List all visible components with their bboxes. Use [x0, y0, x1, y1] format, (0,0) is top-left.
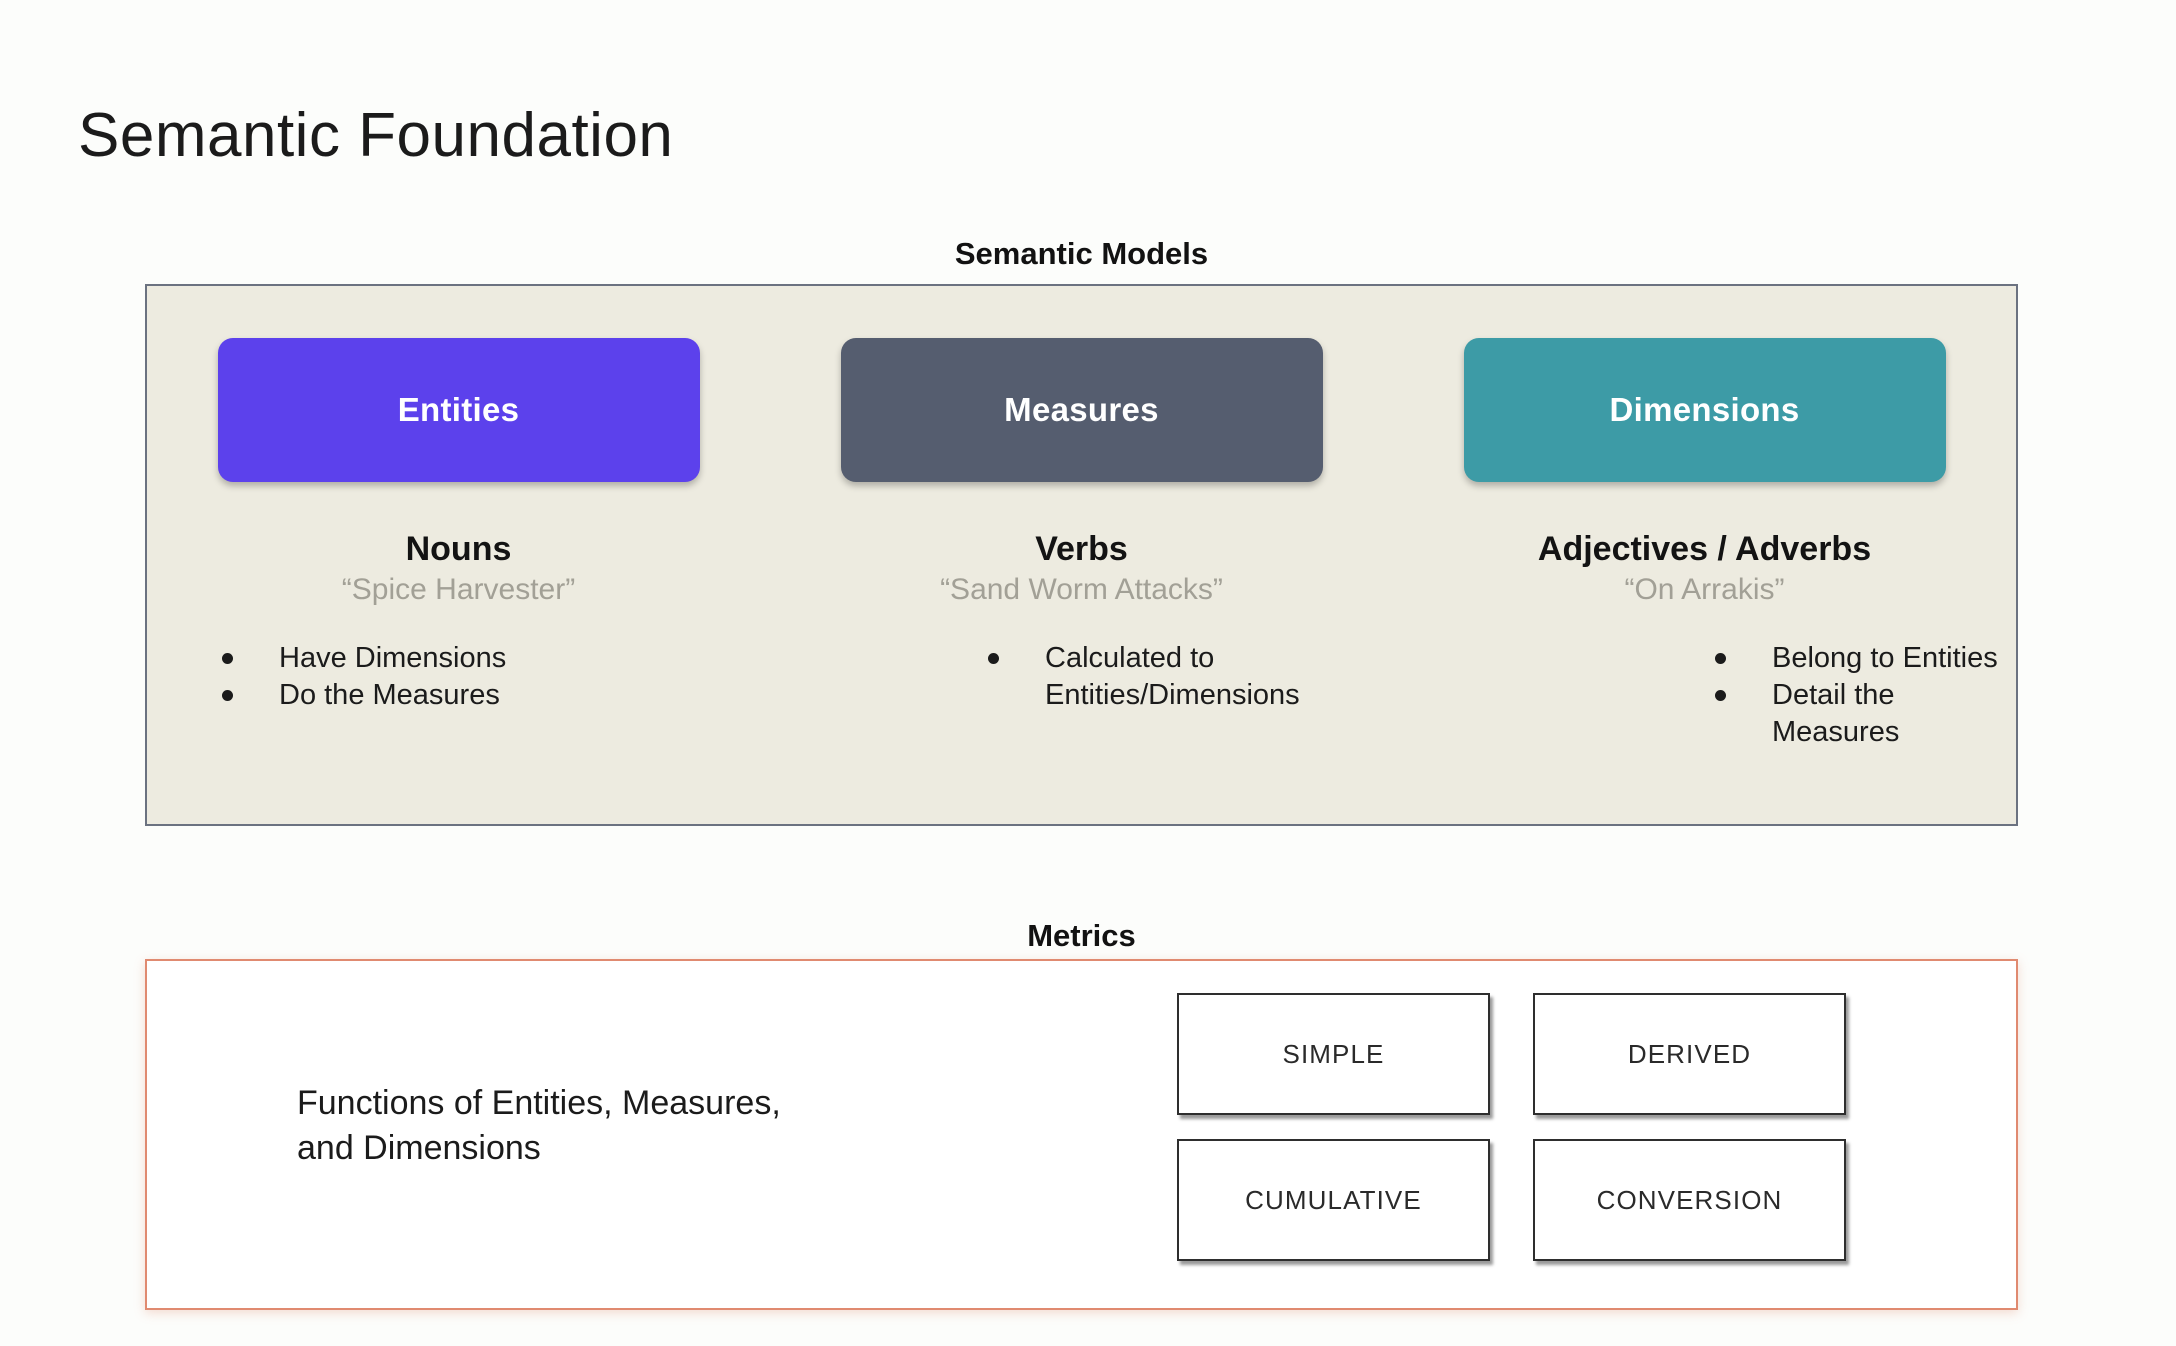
- entities-pill-label: Entities: [397, 391, 520, 428]
- dimensions-bullet-text: Belong to Entities: [1772, 641, 1998, 674]
- entities-pill[interactable]: Entities: [217, 338, 700, 482]
- list-item: Detail the Measures: [1715, 677, 2016, 751]
- dimensions-example-text: “On Arrakis”: [1624, 573, 1785, 607]
- measures-pill[interactable]: Measures: [840, 338, 1323, 482]
- list-item: Belong to Entities: [1715, 640, 1998, 677]
- metric-box-label: SIMPLE: [1282, 1038, 1385, 1069]
- metric-box-label: DERIVED: [1627, 1038, 1752, 1069]
- dimensions-pill-label: Dimensions: [1609, 391, 1800, 428]
- entities-bullet-list: Have Dimensions Do the Measures: [147, 640, 770, 714]
- measures-example-text: “Sand Worm Attacks”: [940, 573, 1223, 607]
- metrics-description: Functions of Entities, Measures, and Dim…: [297, 1084, 781, 1168]
- measures-bullet-list: Calculated to Entities/Dimensions: [770, 640, 1393, 714]
- list-item: Do the Measures: [222, 677, 500, 714]
- semantic-models-heading: Semantic Models: [954, 236, 1209, 271]
- bullet-icon: [222, 652, 233, 664]
- measures-pill-label: Measures: [1004, 391, 1159, 428]
- dimensions-role-label: Adjectives / Adverbs: [1537, 530, 1872, 568]
- metric-box-conversion[interactable]: CONVERSION: [1533, 1139, 1846, 1261]
- semantic-column-dimensions: Dimensions Adjectives / Adverbs “On Arra…: [1393, 286, 2016, 824]
- semantic-column-entities: Entities Nouns “Spice Harvester” Have Di…: [147, 286, 770, 824]
- dimensions-bullet-list: Belong to Entities Detail the Measures: [1393, 640, 2016, 751]
- measures-bullet-text: Calculated to Entities/Dimensions: [1045, 641, 1300, 711]
- metric-box-label: CONVERSION: [1596, 1184, 1783, 1215]
- bullet-icon: [222, 689, 233, 701]
- metrics-heading: Metrics: [1027, 918, 1136, 953]
- measures-role-label: Verbs: [1035, 530, 1128, 568]
- dimensions-pill[interactable]: Dimensions: [1463, 338, 1946, 482]
- page-title: Semantic Foundation: [78, 100, 674, 170]
- bullet-icon: [1715, 652, 1726, 664]
- metrics-panel: Functions of Entities, Measures, and Dim…: [145, 959, 2018, 1310]
- metrics-type-grid: SIMPLE DERIVED CUMULATIVE CONVERSION: [1177, 993, 1846, 1261]
- metric-box-cumulative[interactable]: CUMULATIVE: [1177, 1139, 1490, 1261]
- metric-box-label: CUMULATIVE: [1245, 1184, 1422, 1215]
- bullet-icon: [1715, 689, 1726, 701]
- list-item: Calculated to Entities/Dimensions: [988, 640, 1300, 714]
- entities-bullet-text: Have Dimensions: [279, 641, 507, 674]
- bullet-icon: [988, 652, 999, 664]
- semantic-models-panel: Entities Nouns “Spice Harvester” Have Di…: [145, 284, 2018, 826]
- entities-bullet-text: Do the Measures: [279, 678, 500, 711]
- metric-box-simple[interactable]: SIMPLE: [1177, 993, 1490, 1115]
- dimensions-bullet-text: Detail the Measures: [1772, 678, 1900, 748]
- entities-example-text: “Spice Harvester”: [341, 573, 576, 607]
- list-item: Have Dimensions: [222, 640, 506, 677]
- metric-box-derived[interactable]: DERIVED: [1533, 993, 1846, 1115]
- semantic-column-measures: Measures Verbs “Sand Worm Attacks” Calcu…: [770, 286, 1393, 824]
- entities-role-label: Nouns: [405, 530, 512, 568]
